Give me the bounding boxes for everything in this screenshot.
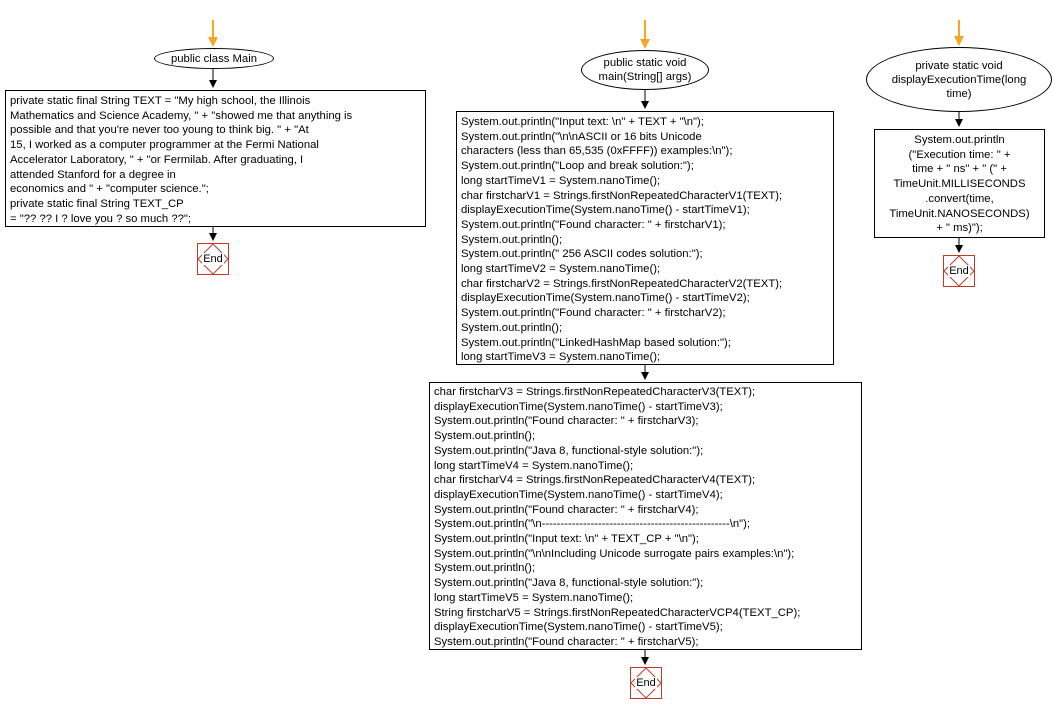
code-line: TimeUnit.NANOSECONDS)	[889, 207, 1030, 220]
code-line: long startTimeV1 = System.nanoTime();	[461, 174, 661, 187]
main-method-end: End	[630, 667, 662, 699]
code-line: attended Stanford for a degree in	[10, 168, 176, 181]
code-line: System.out.println("Java 8, functional-s…	[434, 577, 704, 590]
code-line: System.out.println();	[461, 321, 563, 334]
display-method-end: End	[943, 255, 975, 287]
code-line: displayExecutionTime(System.nanoTime() -…	[434, 400, 723, 413]
code-line: System.out.println();	[434, 430, 536, 443]
code-line: ("Execution time: " +	[908, 148, 1011, 161]
code-line: System.out.println("\n\nIncluding Unicod…	[434, 547, 795, 560]
code-line: private static final String TEXT = "My h…	[10, 95, 311, 107]
code-line: private static final String TEXT_CP	[10, 197, 184, 210]
code-line: System.out.println();	[434, 562, 536, 575]
code-line: System.out.println("Found character: " +…	[461, 307, 726, 320]
code-line: System.out.println("Found character: " +…	[434, 415, 699, 428]
code-line: possible and that you're never too young…	[10, 124, 309, 137]
display-method-code-box: System.out.println ("Execution time: " + t…	[874, 129, 1045, 238]
code-line: characters (less than 65,535 (0xFFFF)) e…	[461, 145, 733, 158]
end-label: End	[202, 253, 224, 265]
code-line: Mathematics and Science Academy, " + "sh…	[10, 109, 353, 122]
code-line: System.out.println("Java 8, functional-s…	[434, 444, 704, 457]
code-line: displayExecutionTime(long	[891, 73, 1027, 86]
code-line: System.out.println("LinkedHashMap based …	[461, 336, 731, 349]
code-line: long startTimeV4 = System.nanoTime();	[434, 459, 634, 472]
code-line: char firstcharV3 = Strings.firstNonRepea…	[434, 386, 756, 398]
code-line: public static void	[603, 57, 687, 69]
code-line: time)	[946, 87, 972, 100]
code-line: char firstcharV1 = Strings.firstNonRepea…	[461, 189, 783, 202]
code-line: System.out.println();	[461, 233, 563, 246]
end-label: End	[948, 265, 970, 277]
code-line: private static void	[915, 59, 1003, 72]
code-line: String firstcharV5 = Strings.firstNonRep…	[434, 606, 801, 619]
code-line: System.out.println("Found character: " +…	[434, 503, 699, 516]
class-main-start-oval: public class Main	[154, 48, 274, 69]
code-line: public class Main	[170, 52, 258, 65]
code-line: main(String[] args)	[598, 71, 692, 83]
code-line: long startTimeV5 = System.nanoTime();	[434, 591, 634, 604]
code-line: economics and " + "computer science.";	[10, 183, 209, 196]
code-line: long startTimeV2 = System.nanoTime();	[461, 263, 661, 276]
code-line: 15, I worked as a computer programmer at…	[10, 139, 319, 152]
code-line: System.out.println(" 256 ASCII codes sol…	[461, 248, 703, 261]
end-label: End	[635, 677, 657, 689]
class-fields-code-box: private static final String TEXT = "My h…	[5, 90, 426, 227]
code-line: displayExecutionTime(System.nanoTime() -…	[434, 488, 723, 501]
code-line: System.out.println("Input text: \n" + TE…	[434, 533, 699, 546]
code-line: System.out.println("Found character: " +…	[434, 635, 699, 648]
main-method-code-box-1: System.out.println("Input text: \n" + TE…	[456, 111, 834, 365]
code-line: System.out.println("Loop and break solut…	[461, 160, 694, 173]
code-line: System.out.println("\n------------------…	[434, 518, 751, 531]
code-line: displayExecutionTime(System.nanoTime() -…	[461, 292, 750, 305]
code-line: Accelerator Laboratory, " + "or Fermilab…	[10, 153, 304, 166]
code-line: char firstcharV4 = Strings.firstNonRepea…	[434, 474, 756, 487]
code-line: System.out.println("\n\nASCII or 16 bits…	[461, 130, 702, 143]
code-line: = "?? ?? I ? love you ? so much ??";	[10, 212, 192, 225]
code-line: System.out.println	[914, 134, 1005, 146]
main-method-code-box-2: char firstcharV3 = Strings.firstNonRepea…	[429, 382, 862, 650]
code-line: System.out.println("Input text: \n" + TE…	[461, 116, 704, 128]
code-line: displayExecutionTime(System.nanoTime() -…	[461, 204, 750, 217]
code-line: char firstcharV2 = Strings.firstNonRepea…	[461, 277, 783, 290]
code-line: time + " ns" + " (" +	[912, 163, 1007, 176]
class-main-end: End	[197, 243, 229, 275]
code-line: displayExecutionTime(System.nanoTime() -…	[434, 621, 723, 634]
code-line: + " ms)");	[936, 222, 983, 235]
code-line: TimeUnit.MILLISECONDS	[893, 178, 1026, 191]
main-method-start-oval: public static void main(String[] args)	[581, 50, 709, 90]
code-line: System.out.println("Found character: " +…	[461, 218, 726, 231]
code-line: .convert(time,	[925, 192, 994, 205]
code-line: long startTimeV3 = System.nanoTime();	[461, 351, 661, 364]
